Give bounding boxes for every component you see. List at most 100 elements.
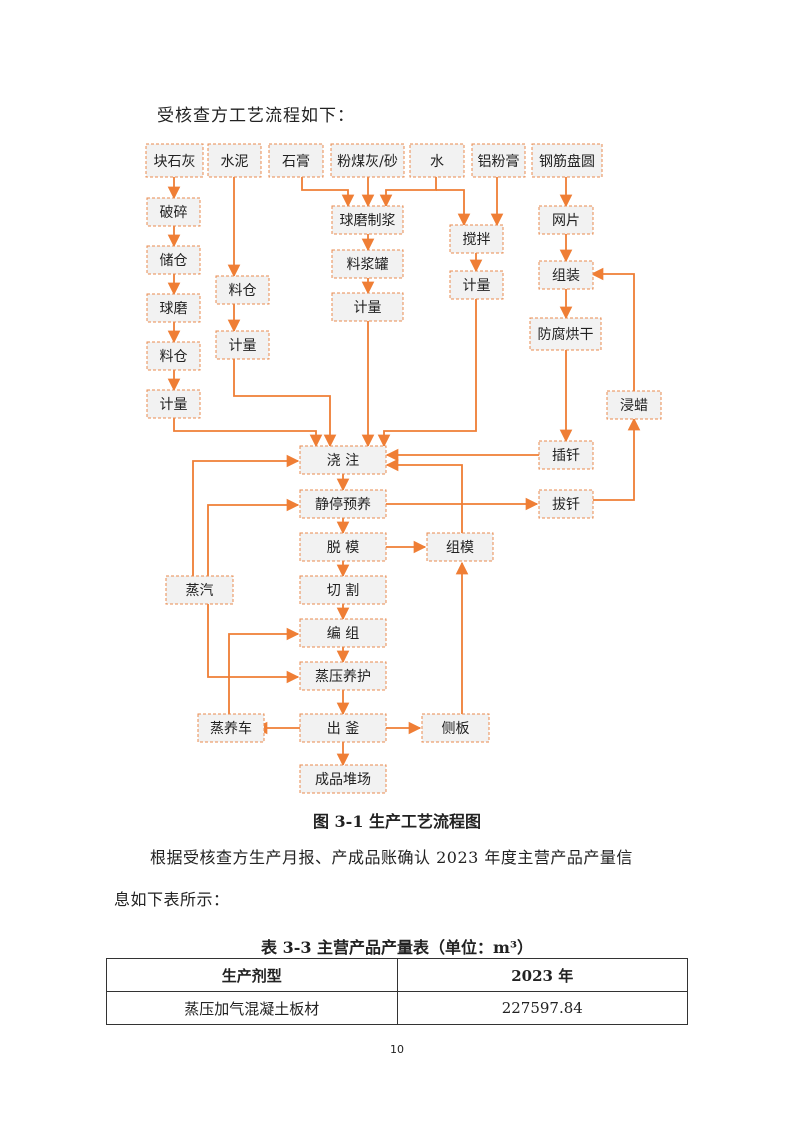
node-label: 拔钎 — [552, 497, 580, 513]
node-mesh: 网片 — [538, 205, 594, 235]
node-assembly: 组装 — [538, 260, 594, 290]
node-label: 蒸压养护 — [315, 669, 371, 685]
node-label: 防腐烘干 — [538, 326, 594, 343]
edge-mold-pouring — [385, 458, 463, 533]
node-slurry-tank: 料浆罐 — [331, 249, 404, 279]
node-label: 浇 注 — [327, 453, 359, 469]
intro-text: 受核查方工艺流程如下： — [157, 106, 355, 126]
node-label: 球磨制浆 — [340, 213, 396, 229]
node-material-bin-1: 料仓 — [146, 341, 201, 371]
header-product-type: 生产剂型 — [106, 958, 398, 992]
node-quicklime: 块石灰 — [145, 143, 204, 178]
node-stirring: 搅拌 — [449, 224, 504, 254]
node-pin-insert: 插钎 — [538, 440, 594, 470]
node-label: 出 釜 — [327, 721, 359, 737]
node-rebar-coil: 钢筋盘圆 — [531, 143, 603, 178]
node-label: 球磨 — [160, 301, 188, 317]
cell-output-value: 227597.84 — [396, 991, 688, 1025]
node-product-yard: 成品堆场 — [299, 764, 387, 794]
production-table: 生产剂型 2023 年 蒸压加气混凝土板材 227597.84 — [106, 958, 688, 1025]
node-curing-cart: 蒸养车 — [197, 713, 265, 743]
node-metering-1: 计量 — [146, 389, 201, 419]
node-label: 网片 — [552, 213, 580, 229]
node-metering-2: 计量 — [215, 330, 270, 360]
header-year: 2023 年 — [396, 958, 688, 992]
edge-cart-grouping — [228, 627, 300, 714]
node-static-precuring: 静停预养 — [299, 489, 387, 519]
node-material-bin-2: 料仓 — [215, 275, 270, 305]
edge-water-slurry — [379, 177, 437, 208]
edge-metering2-pouring — [233, 359, 337, 448]
node-label: 块石灰 — [154, 154, 196, 170]
node-wax-dip: 浸蜡 — [606, 390, 662, 420]
node-label: 计量 — [160, 397, 188, 413]
node-label: 插钎 — [552, 448, 580, 464]
node-label: 侧板 — [442, 721, 470, 737]
figure-caption: 图 3-1 生产工艺流程图 — [312, 812, 482, 831]
edge-pinpull-wax — [593, 417, 641, 501]
node-ball-mill-slurry: 球磨制浆 — [331, 205, 404, 235]
body-paragraph-line2: 息如下表所示： — [114, 890, 230, 909]
node-cement: 水泥 — [207, 143, 262, 178]
node-label: 切 割 — [327, 582, 359, 599]
node-metering-3: 计量 — [331, 292, 404, 322]
node-label: 组装 — [552, 268, 580, 284]
edge-wax-assembly — [590, 267, 635, 391]
node-cutting: 切 割 — [299, 575, 387, 605]
node-label: 料仓 — [160, 349, 188, 365]
node-label: 计量 — [354, 300, 382, 316]
node-label: 搅拌 — [463, 232, 491, 248]
table-header-row: 生产剂型 2023 年 — [106, 958, 688, 992]
node-autoclave-curing: 蒸压养护 — [299, 661, 387, 691]
body-paragraph-line1: 根据受核查方生产月报、产成品账确认 2023 年度主营产品产量信 — [150, 848, 633, 867]
node-label: 组模 — [446, 540, 474, 556]
node-gypsum: 石膏 — [268, 143, 324, 178]
node-side-plate: 侧板 — [421, 713, 490, 743]
node-label: 料仓 — [229, 283, 257, 299]
node-label: 石膏 — [282, 153, 310, 170]
node-label: 水 — [430, 154, 444, 170]
node-crushing: 破碎 — [146, 197, 201, 227]
node-kiln-out: 出 釜 — [299, 713, 387, 743]
node-label: 破碎 — [160, 205, 188, 221]
node-mold-assembly: 组模 — [426, 532, 494, 562]
node-label: 计量 — [229, 338, 257, 354]
node-label: 静停预养 — [315, 496, 371, 513]
node-pouring: 浇 注 — [299, 445, 387, 475]
node-anticorrosion-drying: 防腐烘干 — [529, 317, 602, 351]
node-label: 钢筋盘圆 — [539, 153, 595, 170]
node-label: 料浆罐 — [347, 257, 389, 273]
node-label: 浸蜡 — [620, 398, 648, 414]
edge-steam-precuring — [207, 498, 300, 576]
edge-gypsum-slurry — [301, 177, 355, 208]
node-label: 储仓 — [160, 253, 188, 269]
node-pin-pull: 拔钎 — [538, 489, 594, 519]
edge-steam-autoclave — [207, 604, 300, 684]
node-aluminum-paste: 铝粉膏 — [471, 143, 526, 178]
node-label: 编 组 — [327, 626, 359, 642]
edge-metering4-pouring — [377, 299, 477, 448]
node-demolding: 脱 模 — [299, 532, 387, 562]
node-water: 水 — [409, 143, 465, 178]
edge-metering1-pouring — [173, 418, 323, 448]
cell-product-name: 蒸压加气混凝土板材 — [106, 991, 398, 1025]
node-label: 铝粉膏 — [478, 153, 520, 170]
edge-water-stirring — [436, 189, 471, 227]
node-label: 蒸汽 — [186, 583, 214, 599]
flow-edges — [167, 177, 641, 767]
node-label: 蒸养车 — [210, 720, 252, 737]
node-metering-4: 计量 — [449, 270, 504, 300]
node-label: 脱 模 — [327, 540, 359, 556]
process-flow-diagram: 块石灰 水泥 石膏 粉煤灰/砂 水 铝粉膏 钢筋盘圆 破碎 储仓 球磨 料仓 计… — [145, 143, 662, 794]
node-ball-mill: 球磨 — [146, 293, 201, 323]
node-label: 成品堆场 — [315, 772, 371, 788]
node-label: 计量 — [463, 278, 491, 294]
table-row: 蒸压加气混凝土板材 227597.84 — [106, 991, 688, 1025]
node-storage-bin: 储仓 — [146, 245, 201, 275]
node-steam: 蒸汽 — [165, 575, 234, 605]
node-label: 水泥 — [221, 154, 249, 170]
node-flyash-sand: 粉煤灰/砂 — [330, 143, 405, 178]
node-label: 粉煤灰/砂 — [337, 154, 398, 170]
edge-steam-pouring — [192, 454, 300, 576]
table-caption: 表 3-3 主营产品产量表（单位：m³） — [261, 938, 533, 957]
